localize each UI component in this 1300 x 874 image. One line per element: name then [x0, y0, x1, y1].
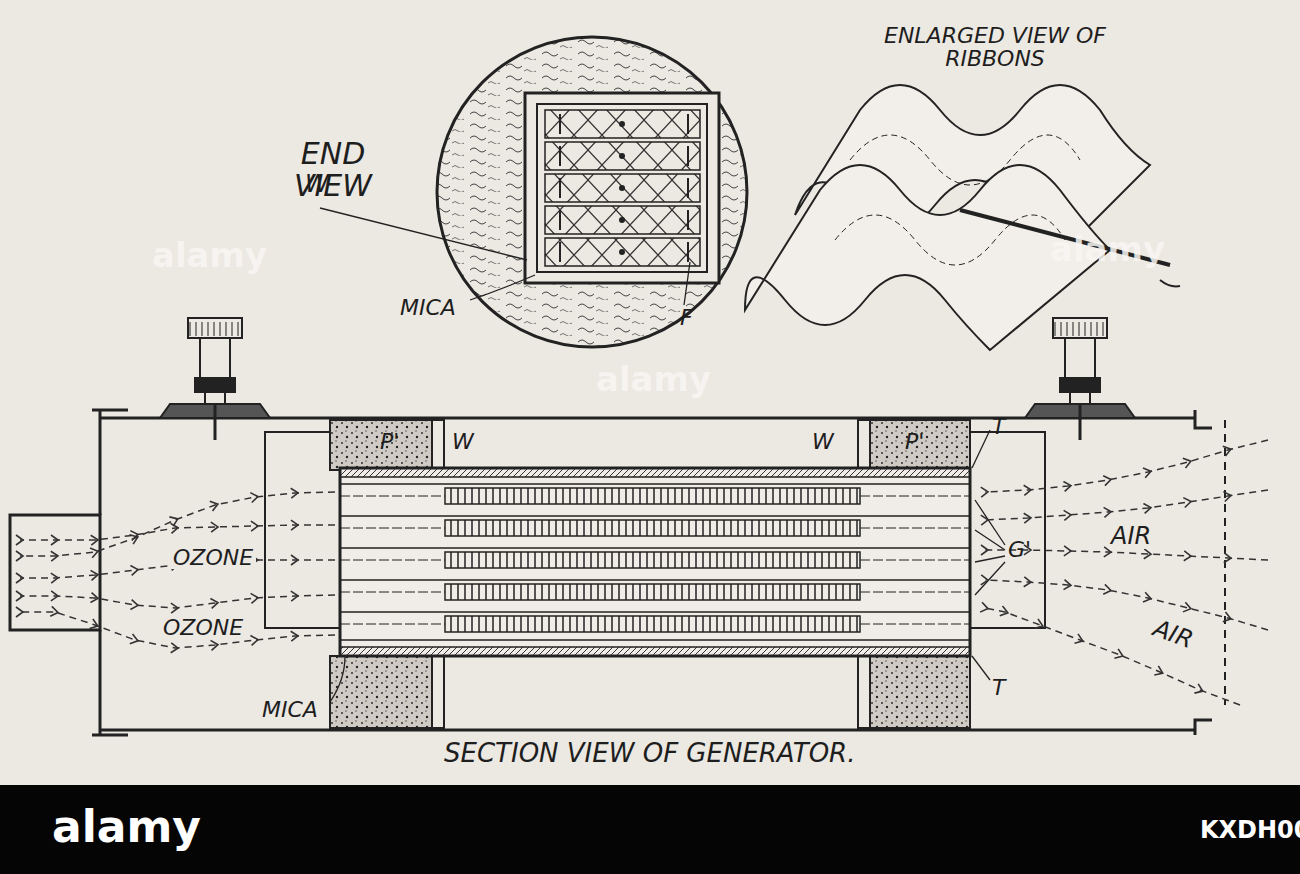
part-letter: P' — [380, 430, 399, 453]
part-letter: W — [452, 430, 474, 453]
material-label: MICA — [262, 698, 318, 721]
view-title: END VIEW — [268, 138, 398, 201]
flow-label: AIR — [1108, 524, 1154, 549]
part-letter: W — [305, 172, 329, 197]
generator-section — [10, 318, 1225, 735]
figure-caption: SECTION VIEW OF GENERATOR. — [444, 740, 855, 767]
watermark: alamy — [1050, 232, 1165, 268]
flow-arrows — [20, 440, 1268, 705]
part-letter: P' — [905, 430, 924, 453]
watermark-bar — [0, 785, 1300, 874]
part-letter: G' — [1008, 538, 1031, 561]
material-label: MICA — [400, 296, 456, 319]
part-letter: W — [812, 430, 834, 453]
end-view — [320, 37, 747, 347]
watermark: alamy — [596, 362, 711, 398]
flow-label: OZONE — [160, 616, 246, 639]
view-title: ENLARGED VIEW OF RIBBONS — [880, 24, 1110, 70]
part-letter: T — [992, 676, 1005, 699]
watermark: alamy — [52, 804, 201, 850]
flow-label: AIR — [1147, 615, 1199, 654]
image-id: KXDH00 — [1200, 818, 1300, 843]
ribbon-detail — [745, 85, 1180, 350]
part-letter: T — [992, 415, 1005, 438]
watermark: alamy — [152, 238, 267, 274]
flow-label: OZONE — [170, 546, 256, 569]
part-letter: F — [680, 306, 693, 329]
